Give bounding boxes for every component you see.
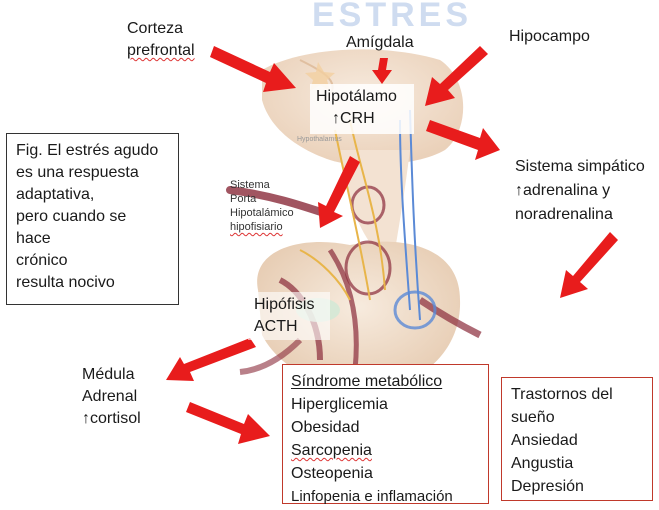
label-hipotalamo: Hipotálamo: [316, 86, 397, 108]
arrow-simpatico: [426, 120, 500, 160]
sleep-item: Trastornos del: [511, 384, 613, 406]
label-hipofisis: Hipófisis: [254, 294, 314, 316]
label-amigdala: Amígdala: [346, 32, 414, 54]
hipofisis-box: Hipófisis ACTH: [248, 292, 330, 340]
label-simpatico-3: noradrenalina: [515, 204, 613, 226]
label-medula-2: Adrenal: [82, 386, 137, 408]
arrow-hipocampo: [425, 46, 488, 106]
label-medula-1: Médula: [82, 364, 134, 386]
arrow-corteza: [210, 46, 296, 92]
metabolic-item: Sarcopenia: [291, 440, 372, 462]
sleep-item: Ansiedad: [511, 430, 578, 452]
arrow-simpatico-down: [560, 232, 618, 298]
sleep-box: Trastornos del sueño Ansiedad Angustia D…: [501, 377, 653, 501]
metabolic-box: Síndrome metabólico Hiperglicemia Obesid…: [282, 364, 489, 504]
label-simpatico-2: ↑adrenalina y: [515, 180, 610, 202]
label-hipocampo: Hipocampo: [509, 26, 590, 48]
metabolic-item: Hiperglicemia: [291, 394, 388, 416]
sleep-item: Angustia: [511, 453, 573, 475]
label-simpatico-1: Sistema simpático: [515, 156, 645, 178]
label-porta-4: hipofisiario: [230, 220, 283, 234]
hipotalamo-box: Hipotálamo ↑CRH: [310, 84, 414, 134]
arrow-porta: [318, 156, 360, 228]
caption-line: pero cuando se: [16, 206, 126, 228]
sleep-item: sueño: [511, 407, 555, 429]
arrow-hipofisis-medula: [166, 338, 256, 381]
caption-line: es una respuesta: [16, 162, 139, 184]
label-acth: ACTH: [254, 316, 298, 338]
caption-line: adaptativa,: [16, 184, 94, 206]
metabolic-item: Linfopenia e inflamación: [291, 486, 453, 508]
sleep-item: Depresión: [511, 476, 584, 498]
metabolic-item: Osteopenia: [291, 463, 373, 485]
label-crh: ↑CRH: [332, 108, 375, 130]
label-porta-1: Sistema: [230, 178, 270, 192]
arrow-medula-sindrome: [186, 402, 270, 444]
label-hypothalamus-small: Hypothalamus: [297, 136, 342, 143]
label-corteza-1: Corteza: [127, 18, 183, 40]
arrow-amigdala: [372, 58, 392, 84]
metabolic-item: Obesidad: [291, 417, 360, 439]
caption-line: crónico: [16, 250, 68, 272]
label-porta-2: Porta: [230, 192, 256, 206]
metabolic-title: Síndrome metabólico: [291, 371, 442, 393]
label-corteza-2: prefrontal: [127, 40, 195, 62]
caption-box: Fig. El estrés agudo es una respuesta ad…: [6, 133, 179, 305]
label-porta-3: Hipotalámico: [230, 206, 294, 220]
caption-line: hace: [16, 228, 51, 250]
caption-line: Fig. El estrés agudo: [16, 140, 158, 162]
label-medula-3: ↑cortisol: [82, 408, 141, 430]
caption-line: resulta nocivo: [16, 272, 115, 294]
